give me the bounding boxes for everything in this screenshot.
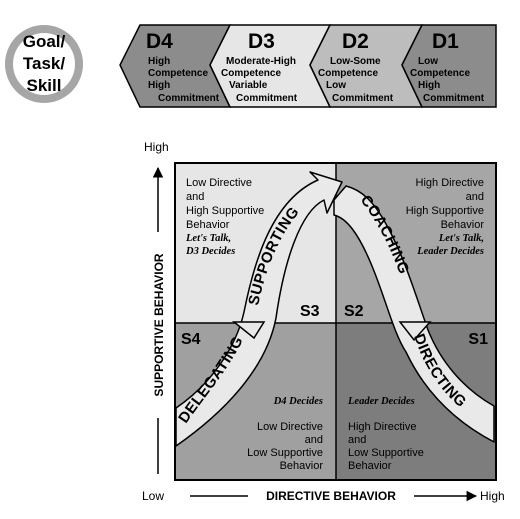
s4-code: S4 [181,331,201,348]
badge-line-1: Goal/ [23,32,66,51]
level-d4: D4 High Competence High Commitment [146,30,220,104]
development-levels-band: D4 High Competence High Commitment D3 Mo… [119,24,497,108]
level-d1-line-3: High [418,80,440,91]
level-d4-line-3: High [148,80,170,91]
level-d2-code: D2 [342,30,369,53]
x-axis-low-label: Low [142,489,164,503]
s1-code: S1 [468,331,488,348]
s3-decision-line-2: D3 Decides [185,246,235,257]
curve-arrowhead-s4-s3 [231,321,266,340]
badge-line-2: Task/ [23,54,65,73]
level-d1-line-1: Low [418,56,438,67]
level-d3: D3 Moderate-High Competence Variable Com… [221,30,298,104]
s3-decision-line-1: Let's Talk, [185,233,231,244]
s2-behavior-line-1: High Directive [416,177,484,189]
axes: High SUPPORTIVE BEHAVIOR Low DIRECTIVE B… [142,140,505,504]
s1-behavior-line-2: and [348,434,366,446]
level-d3-line-1: Moderate-High [226,56,296,67]
x-axis-label-gap [248,488,414,504]
s2-behavior-line-4: Behavior [441,219,485,231]
quadrant-s3-text: Low Directive and High Supportive Behavi… [185,177,320,320]
level-d4-line-4: Commitment [158,93,220,104]
y-axis-label-gap [150,232,166,418]
s3-behavior-line-2: and [186,191,204,203]
s3-behavior-line-4: Behavior [186,219,230,231]
level-d4-code: D4 [146,30,173,53]
s2-code: S2 [344,303,364,320]
s1-behavior-line-3: Low Supportive [348,447,424,459]
s2-decision-line-2: Leader Decides [416,246,484,257]
level-d2-line-1: Low-Some [330,56,381,67]
badge-line-3: Skill [27,76,62,95]
s4-behavior-line-1: Low Directive [257,421,323,433]
quadrant-s1-text: S1 Leader Decides High Directive and Low… [347,331,488,472]
level-d3-line-3: Variable [229,80,268,91]
s1-decision: Leader Decides [347,396,415,407]
level-d3-line-4: Commitment [236,93,298,104]
s2-decision-line-1: Let's Talk, [438,233,484,244]
level-d1: D1 Low Competence High Commitment [410,30,485,104]
y-axis-label: SUPPORTIVE BEHAVIOR [152,253,166,396]
s2-behavior-line-2: and [466,191,484,203]
level-d3-code: D3 [248,30,275,53]
s4-behavior-line-3: Low Supportive [247,447,323,459]
level-d2-line-3: Low [326,80,346,91]
level-d4-line-1: High [148,56,170,67]
s4-decision: D4 Decides [273,396,323,407]
curve-band [175,171,495,447]
curve-arrowhead-s2-s1 [398,321,432,342]
level-d2-line-4: Commitment [332,93,394,104]
level-d2: D2 Low-Some Competence Low Commitment [318,30,394,104]
level-d4-line-2: Competence [148,68,208,79]
chevron-d1 [401,24,497,108]
level-d2-line-2: Competence [318,68,378,79]
s3-behavior-line-1: Low Directive [186,177,252,189]
x-axis-label: DIRECTIVE BEHAVIOR [266,489,396,503]
s2-behavior-line-3: High Supportive [406,205,484,217]
s3-code: S3 [300,303,320,320]
quadrant-s4-text: S4 D4 Decides Low Directive and Low Supp… [181,331,323,472]
s3-behavior-line-3: High Supportive [186,205,264,217]
badge-inner-circle [13,33,75,95]
level-d1-line-2: Competence [410,68,470,79]
s4-behavior-line-2: and [305,434,323,446]
y-axis-high-label: High [144,140,169,154]
s4-behavior-line-4: Behavior [280,460,324,472]
s1-behavior-line-1: High Directive [348,421,416,433]
level-d1-code: D1 [432,30,459,53]
level-d3-line-2: Competence [221,68,281,79]
x-axis-high-label: High [480,489,505,503]
goal-task-skill-badge: Goal/ Task/ Skill [5,25,83,103]
level-d1-line-4: Commitment [423,93,485,104]
quadrant-s2-text: High Directive and High Supportive Behav… [344,177,484,320]
s1-behavior-line-4: Behavior [348,460,392,472]
